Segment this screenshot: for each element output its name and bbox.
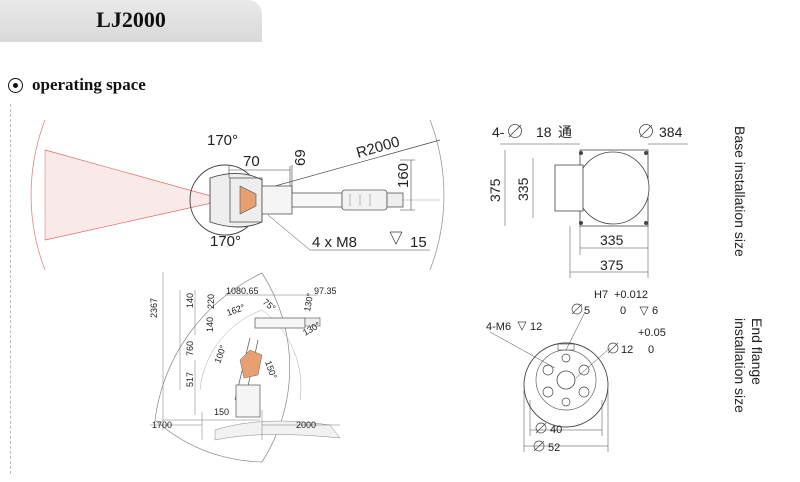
thread-label: 4-M6: [486, 321, 511, 333]
robot-base-side: [235, 384, 261, 418]
reach-arc-right: [429, 119, 445, 271]
outer-dia: 384: [659, 124, 683, 140]
height-335: 335: [515, 177, 531, 201]
title-tab: [0, 0, 262, 42]
section-heading-label: operating space: [32, 75, 146, 94]
base-side-block: [554, 164, 584, 212]
pin-depth: 6: [652, 305, 658, 317]
h7-label: H7: [594, 289, 608, 301]
diameter-icon: [607, 342, 619, 354]
flange-center: [556, 370, 576, 390]
tol-a0: 0: [620, 305, 626, 317]
diameter-icon: [639, 124, 653, 138]
depth-symbol-icon: [517, 321, 527, 331]
dim-1080: 1080.65: [226, 286, 259, 296]
diameter-icon: [571, 303, 583, 315]
dim-150: 150: [214, 407, 229, 417]
page-title: LJ2000: [96, 7, 166, 32]
holes-cjk: 通: [558, 124, 572, 140]
thread-depth: 12: [530, 321, 542, 333]
depth-symbol-icon: [389, 231, 403, 245]
diameter-icon: [533, 440, 545, 452]
dim-140b: 140: [205, 317, 215, 332]
width-375: 375: [600, 257, 624, 273]
angle-130a: 130°: [302, 292, 315, 312]
work-envelope-outer: [261, 272, 290, 463]
limit-zone: [45, 150, 225, 240]
diameter-icon: [508, 124, 522, 138]
bolt-note: 4 x M8: [312, 234, 357, 251]
holes-prefix: 4-: [492, 124, 505, 140]
flange-label-line2: installation size: [732, 318, 748, 413]
dia-40: 40: [550, 424, 562, 436]
flange-outer: [523, 342, 609, 428]
angle-100: 100°: [212, 343, 228, 364]
dim-220: 220: [206, 294, 216, 309]
base-label: Base installation size: [732, 126, 748, 257]
arm-joint: [261, 185, 293, 215]
width-335: 335: [600, 232, 624, 248]
upper-arm-side: [254, 317, 306, 329]
side-view: 2367 140 220 1080.65 97.35 140 760 517 1…: [149, 272, 341, 463]
tol-a: +0.012: [614, 289, 648, 301]
flange-label-line1: End flange: [749, 318, 765, 385]
dia-52: 52: [548, 442, 560, 454]
base-ring: [576, 151, 650, 225]
circle-bullet-icon: [8, 77, 23, 93]
center-dia: 12: [621, 344, 633, 356]
pin-dia: 5: [584, 305, 590, 317]
height-375: 375: [487, 178, 503, 202]
tol-b0: 0: [648, 344, 654, 356]
angle-lower: 170°: [210, 233, 241, 250]
bolt-depth: 15: [410, 234, 427, 251]
diameter-icon: [535, 422, 547, 434]
dim-2367: 2367: [149, 298, 159, 318]
dim-97: 97.35: [314, 286, 337, 296]
depth-symbol-icon: [639, 306, 649, 316]
base-installation: 4- 18 通 384 375 335 335 375 Base install…: [487, 124, 748, 278]
angle-150: 150°: [263, 359, 279, 380]
dim-760: 760: [185, 341, 195, 356]
top-view: 170° 170° 70 69 R2000 160 4 x M8 15: [30, 119, 445, 271]
section-heading: operating space: [8, 74, 146, 96]
angle-upper: 170°: [207, 132, 238, 149]
dim-2000: 2000: [296, 420, 316, 430]
reach-arc-left: [30, 119, 46, 271]
dim-1700: 1700: [152, 420, 172, 430]
angle-162: 162°: [225, 302, 246, 318]
dim-517: 517: [185, 372, 195, 387]
holes-dia: 18: [536, 124, 552, 140]
end-flange: H7 +0.012 5 0 6 4-M6 12 +0.05 12 0 40 52…: [486, 289, 765, 454]
tol-b: +0.05: [638, 327, 666, 339]
forearm: [291, 192, 343, 208]
frame-divider: [10, 104, 12, 474]
dim-140a: 140: [185, 293, 195, 308]
wrist: [386, 192, 404, 208]
dim-160: 160: [395, 163, 412, 188]
dim-69: 69: [292, 149, 309, 166]
dim-70: 70: [243, 153, 260, 170]
